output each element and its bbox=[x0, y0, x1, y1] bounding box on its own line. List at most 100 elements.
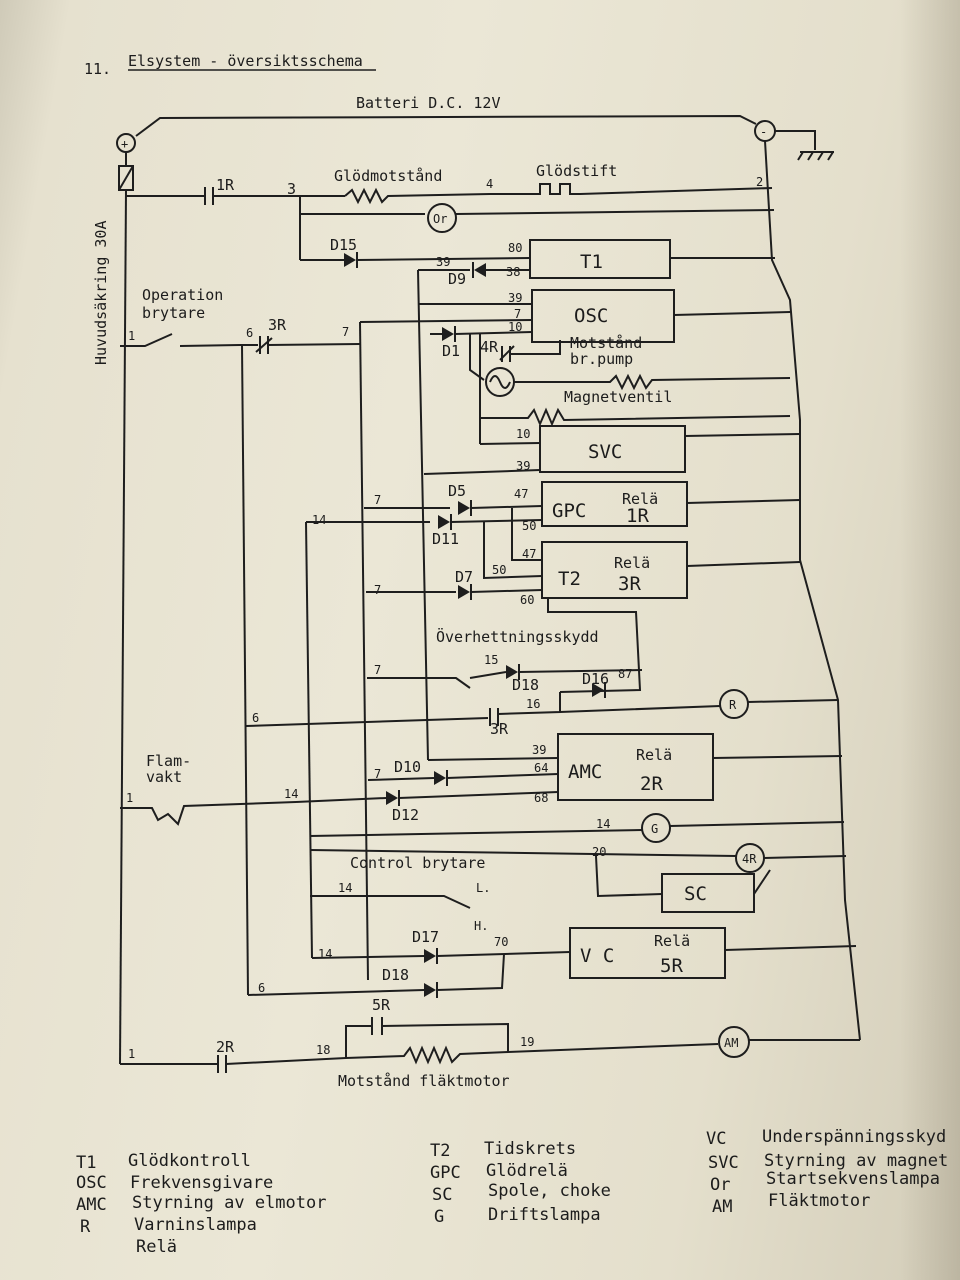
vc-relay-word: Relä bbox=[654, 932, 690, 950]
block-OSC-label: OSC bbox=[574, 305, 608, 327]
ground-wire bbox=[775, 130, 816, 150]
legend-text: Startsekvenslampa bbox=[766, 1169, 940, 1189]
lamp-Or: Or bbox=[427, 203, 457, 233]
node-7-gpc: 7 bbox=[374, 493, 381, 507]
left-rail bbox=[119, 189, 127, 1065]
magnet-valve-label: Magnetventil bbox=[564, 388, 672, 406]
diode-D15-label: D15 bbox=[330, 236, 357, 254]
relay-contact-2R-fan bbox=[217, 1055, 227, 1073]
pump-resistor bbox=[514, 373, 791, 391]
legend-text: Glödrelä bbox=[486, 1161, 568, 1181]
diode-D18-oh-label: D18 bbox=[512, 676, 539, 694]
block-T2-label: T2 bbox=[558, 568, 581, 590]
fan-motor-AM: AM bbox=[718, 1026, 750, 1058]
block-T1-label: T1 bbox=[580, 251, 603, 273]
flame-guard-label-2: vakt bbox=[146, 768, 182, 786]
svg-text:AM: AM bbox=[724, 1036, 738, 1050]
relay-3R-op-label: 3R bbox=[268, 316, 287, 334]
node-1-op: 1 bbox=[128, 329, 135, 343]
wire-7-bus bbox=[359, 321, 369, 981]
svg-text:Or: Or bbox=[433, 212, 447, 226]
fuse-label: Huvudsäkring 30A bbox=[92, 221, 110, 366]
node-3: 3 bbox=[287, 180, 296, 198]
node-6-r: 6 bbox=[252, 711, 259, 725]
page-title: Elsystem - översiktsschema bbox=[128, 52, 363, 70]
block-T2 bbox=[541, 541, 688, 599]
svg-text:-: - bbox=[760, 125, 767, 139]
block-SC bbox=[661, 873, 755, 913]
node-2: 2 bbox=[756, 175, 763, 189]
battery-wire bbox=[135, 114, 757, 137]
svg-text:G: G bbox=[651, 822, 658, 836]
relay-coil-4R: 4R bbox=[735, 843, 765, 873]
diode-D15 bbox=[344, 252, 358, 268]
pin-39-osc: 39 bbox=[508, 291, 522, 305]
lamp-G: G bbox=[641, 813, 671, 843]
relay-contact-5R-fan bbox=[371, 1017, 383, 1035]
legend-text: Glödkontroll bbox=[128, 1151, 251, 1171]
node-7-amc: 7 bbox=[374, 767, 381, 781]
node-7-op: 7 bbox=[342, 325, 349, 339]
t2-relay-3R: 3R bbox=[618, 573, 641, 595]
magnet-valve-resistor bbox=[480, 407, 791, 427]
diode-D16 bbox=[592, 682, 606, 698]
legend-text: Styrning av magnet bbox=[764, 1151, 948, 1171]
pin-47-gpc: 47 bbox=[514, 487, 528, 501]
diode-D9 bbox=[472, 262, 486, 278]
svg-text:+: + bbox=[121, 137, 128, 151]
operation-switch bbox=[120, 333, 241, 347]
pin-50-gpc: 50 bbox=[522, 519, 536, 533]
legend-code: G bbox=[434, 1207, 444, 1227]
block-OSC bbox=[531, 289, 675, 343]
vc-relay-5R: 5R bbox=[660, 955, 683, 977]
legend-code: SVC bbox=[708, 1153, 739, 1173]
node-1-fg: 1 bbox=[126, 791, 133, 805]
battery-label: Batteri D.C. 12V bbox=[356, 94, 501, 112]
legend-code: SC bbox=[432, 1185, 452, 1205]
block-GPC-label: GPC bbox=[552, 500, 586, 522]
legend: T1 Glödkontroll OSC Frekvensgivare AMC S… bbox=[76, 1127, 948, 1257]
pin-64: 64 bbox=[534, 761, 548, 775]
node-87: 87 bbox=[618, 667, 632, 681]
operation-switch-label-2: brytare bbox=[142, 304, 205, 322]
diode-D11 bbox=[438, 514, 452, 530]
amc-relay-2R: 2R bbox=[640, 773, 663, 795]
gpc-relay-word: Relä bbox=[622, 490, 658, 508]
block-VC-label: V C bbox=[580, 945, 614, 967]
diode-D1-label: D1 bbox=[442, 342, 460, 360]
block-SVC-label: SVC bbox=[588, 441, 622, 463]
legend-code: AMC bbox=[76, 1195, 107, 1215]
glow-resistor bbox=[344, 187, 491, 205]
diode-D7 bbox=[458, 584, 472, 600]
node-6-vc: 6 bbox=[258, 981, 265, 995]
node-16: 16 bbox=[526, 697, 540, 711]
relay-4R-pump-label: 4R bbox=[480, 338, 499, 356]
block-GPC bbox=[541, 481, 688, 527]
relay-contact-3R-r bbox=[489, 708, 499, 726]
legend-code: R bbox=[80, 1217, 91, 1237]
legend-code: OSC bbox=[76, 1173, 107, 1193]
node-14-fg: 14 bbox=[284, 787, 298, 801]
diode-D16-label: D16 bbox=[582, 670, 609, 688]
pin-60: 60 bbox=[520, 593, 534, 607]
block-VC bbox=[569, 927, 726, 979]
battery-minus-terminal: - bbox=[754, 120, 776, 142]
node-14-a: 14 bbox=[312, 513, 326, 527]
block-AMC-label: AMC bbox=[568, 761, 602, 783]
section-number: 11. bbox=[84, 60, 111, 78]
control-switch-high: H. bbox=[474, 919, 488, 933]
block-SC-label: SC bbox=[684, 883, 707, 905]
legend-code: T1 bbox=[76, 1153, 96, 1173]
operation-switch-label-1: Operation bbox=[142, 286, 223, 304]
relay-3R-r-label: 3R bbox=[490, 720, 509, 738]
legend-text: Driftslampa bbox=[488, 1205, 601, 1225]
node-14-g: 14 bbox=[596, 817, 610, 831]
amc-relay-word: Relä bbox=[636, 746, 672, 764]
svg-text:R: R bbox=[729, 698, 737, 712]
overheat-switch bbox=[367, 671, 507, 689]
pin-7-osc: 7 bbox=[514, 307, 521, 321]
legend-code: VC bbox=[706, 1129, 726, 1149]
page-edge-shadow bbox=[900, 0, 960, 1280]
diode-D11-label: D11 bbox=[432, 530, 459, 548]
